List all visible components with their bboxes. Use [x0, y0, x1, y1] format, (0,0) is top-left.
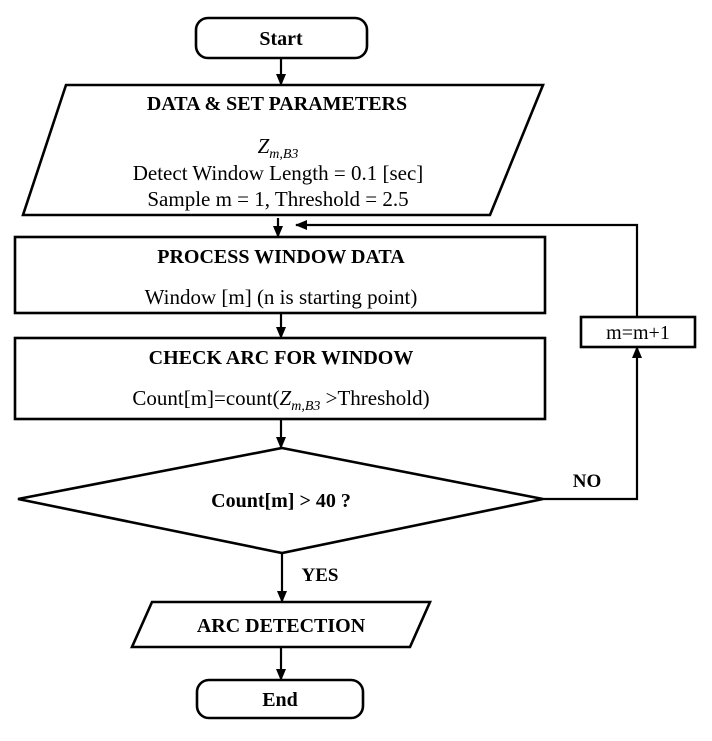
start-label: Start	[259, 28, 303, 50]
start-shape	[194, 16, 369, 60]
data-parameters-title: DATA & SET PARAMETERS	[147, 93, 407, 115]
decision-shape	[17, 446, 544, 555]
node-process-window-data: PROCESS WINDOW DATA Window [m] (n is sta…	[13, 235, 547, 315]
edge-increment-loop-to-process	[295, 220, 639, 317]
data-parameters-shape	[21, 83, 545, 217]
end-label: End	[262, 689, 298, 711]
end-shape	[195, 678, 365, 720]
data-parameters-line2: Detect Window Length = 0.1 [sec]	[133, 161, 424, 185]
process-shape	[13, 235, 547, 315]
node-arc-detection: ARC DETECTION	[129, 600, 433, 649]
edge-decision-no-to-increment	[543, 346, 642, 501]
data-parameters-variable: Zm,B3	[258, 134, 299, 162]
check-formula: Count[m]=count(Zm,B3 >Threshold)	[132, 386, 429, 414]
edge-label-yes: YES	[302, 565, 339, 586]
edge-label-no: NO	[573, 471, 602, 492]
arc-detection-shape	[129, 600, 433, 649]
arc-detection-label: ARC DETECTION	[197, 615, 366, 637]
increment-label: m=m+1	[606, 322, 670, 344]
process-body: Window [m] (n is starting point)	[145, 285, 418, 309]
node-check-arc-for-window: CHECK ARC FOR WINDOW Count[m]=count(Zm,B…	[13, 336, 547, 421]
node-increment: m=m+1	[579, 315, 697, 349]
decision-label: Count[m] > 40 ?	[211, 490, 351, 512]
node-end: End	[195, 678, 365, 720]
check-title: CHECK ARC FOR WINDOW	[149, 347, 414, 369]
process-title: PROCESS WINDOW DATA	[157, 246, 405, 268]
node-start: Start	[194, 16, 369, 60]
node-data-set-parameters: DATA & SET PARAMETERS Zm,B3 Detect Windo…	[21, 83, 545, 217]
node-decision-count-threshold: Count[m] > 40 ?	[17, 446, 544, 555]
check-shape	[13, 336, 547, 421]
increment-shape	[579, 315, 697, 349]
data-parameters-line3: Sample m = 1, Threshold = 2.5	[147, 187, 408, 211]
